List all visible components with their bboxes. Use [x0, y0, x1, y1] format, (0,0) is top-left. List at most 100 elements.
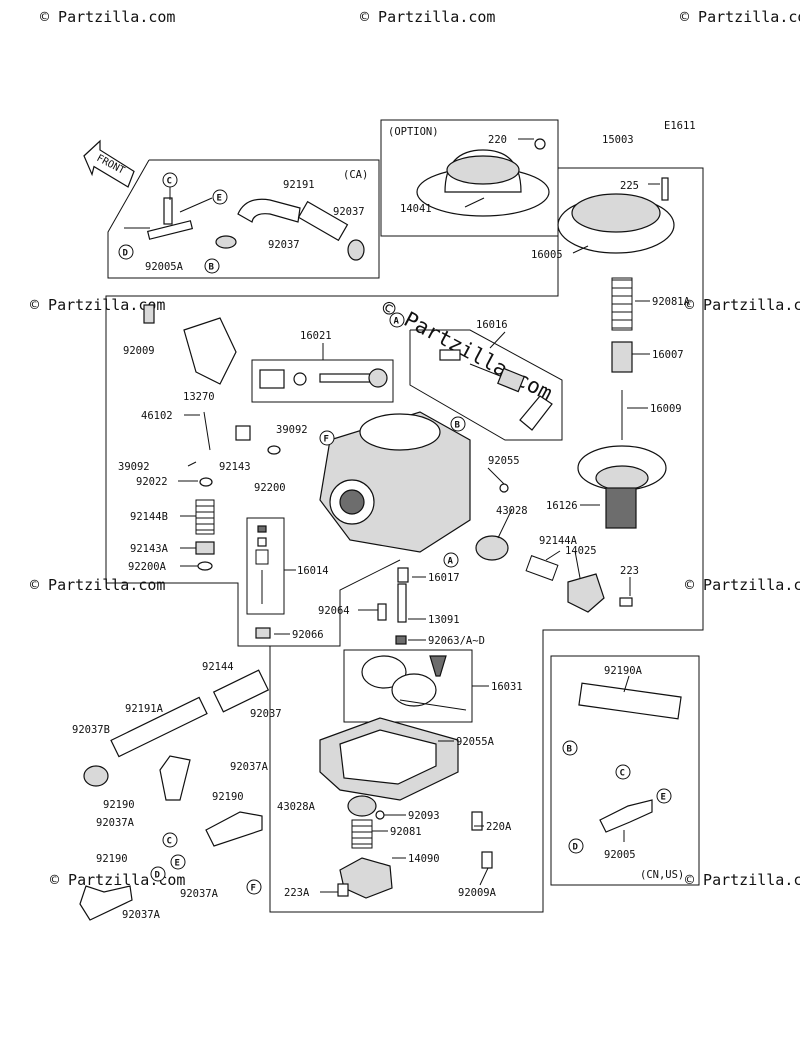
ref-marker-d: D [118, 244, 134, 260]
svg-text:D: D [573, 843, 579, 853]
watermark: © Partzilla.com [30, 576, 165, 594]
part-number: 92066 [292, 629, 324, 641]
needle-jet-13091 [397, 583, 407, 623]
ref-marker-d: D [568, 838, 584, 854]
ref-marker-a: A [443, 552, 459, 568]
ref-marker-b: B [450, 416, 466, 432]
screw-92009a [481, 851, 493, 869]
part-number: 92055 [488, 455, 520, 467]
part-number: 92143 [219, 461, 251, 473]
watermark: © Partzilla.com [30, 296, 165, 314]
part-number: 92005A [145, 261, 184, 273]
part-number: 16126 [546, 500, 578, 512]
part-number: 92009A [458, 887, 497, 899]
cn-us-box [550, 655, 700, 886]
part-number: 92143A [130, 543, 169, 555]
washer-92200 [267, 445, 281, 455]
jet-16017 [397, 567, 409, 583]
throttle-shaft [259, 368, 388, 389]
part-number: 92064 [318, 605, 350, 617]
part-number: 13270 [183, 391, 215, 403]
ref-marker-e: E [656, 788, 672, 804]
washer-92200a [197, 561, 213, 571]
collar-92143 [235, 425, 251, 441]
part-number: 92005 [604, 849, 636, 861]
part-number: 92037A [180, 888, 219, 900]
part-number: 13091 [428, 614, 460, 626]
ref-marker-b: B [204, 258, 220, 274]
part-number: 92037 [333, 206, 365, 218]
svg-text:C: C [620, 769, 625, 779]
part-number-labels: 220 15003 14041 92191 92037 92037 92005A… [72, 134, 691, 921]
spring-92081a [611, 277, 633, 331]
part-number: 92200A [128, 561, 167, 573]
svg-text:F: F [251, 884, 256, 894]
part-number: 92144B [130, 511, 168, 523]
svg-text:E: E [217, 194, 222, 204]
svg-text:C: C [167, 177, 172, 187]
option-box-label: (OPTION) [388, 126, 439, 138]
watermark: © Partzilla.com [685, 296, 800, 314]
ref-marker-c: C [162, 832, 178, 848]
screw-223a [337, 883, 349, 897]
washer-92022 [199, 477, 213, 487]
watermark: © Partzilla.com [360, 8, 495, 26]
svg-text:B: B [209, 263, 215, 273]
ca-hoses [146, 197, 365, 261]
carburetor-body [319, 411, 471, 553]
option-top-cover [416, 138, 550, 217]
vent-hoses [79, 669, 682, 921]
screw-92009 [143, 304, 155, 324]
part-number: 92190 [96, 853, 128, 865]
front-arrow: FRONT [83, 139, 135, 188]
svg-text:C: C [167, 837, 172, 847]
svg-text:D: D [155, 871, 161, 881]
float-set [361, 655, 467, 711]
spring-92081 [351, 819, 373, 849]
diaphragm-43028 [475, 535, 509, 561]
part-number: 92081A [652, 296, 691, 308]
ref-marker-b: B [562, 740, 578, 756]
16016-outline [409, 329, 563, 441]
part-number: 16016 [476, 319, 508, 331]
part-number: 92081 [390, 826, 422, 838]
part-number: 15003 [602, 134, 634, 146]
part-number: 92200 [254, 482, 286, 494]
spring-92144a [525, 555, 559, 581]
watermark: © Partzilla.com [685, 576, 800, 594]
part-number: 16007 [652, 349, 684, 361]
svg-text:D: D [123, 249, 129, 259]
ref-marker-a: A [389, 312, 405, 328]
cover-14025 [567, 573, 605, 613]
svg-text:A: A [448, 557, 454, 567]
spring-92144b [195, 499, 215, 535]
part-number: 16017 [428, 572, 460, 584]
svg-text:E: E [661, 793, 666, 803]
part-number: 92190 [103, 799, 135, 811]
diagram-code: E1611 [664, 120, 696, 132]
part-number: 225 [620, 180, 639, 192]
part-number: 39092 [276, 424, 308, 436]
ref-marker-c: C [162, 172, 178, 188]
leader-lines [124, 138, 660, 893]
pilot-screw-set [255, 525, 269, 604]
part-number: 92037A [96, 817, 135, 829]
ref-marker-d: D [150, 866, 166, 882]
watermark: © Partzilla.com [40, 8, 175, 26]
part-number: 92144 [202, 661, 234, 673]
vacuum-piston [577, 445, 667, 529]
float-bowl [319, 717, 459, 801]
part-number: 43028 [496, 505, 528, 517]
svg-text:E: E [175, 859, 180, 869]
reference-markers: C E D B A B F A B C E D C E D F [118, 172, 672, 895]
screw-223 [619, 597, 633, 607]
part-number: 92037B [72, 724, 110, 736]
part-number: 16009 [650, 403, 682, 415]
diaphragm-43028a [347, 795, 377, 817]
rod-46102 [203, 411, 211, 451]
part-number: 223A [284, 887, 310, 899]
ref-marker-e: E [212, 189, 228, 205]
part-number: 220A [486, 821, 512, 833]
part-number: 14090 [408, 853, 440, 865]
part-number: 92037A [230, 761, 269, 773]
